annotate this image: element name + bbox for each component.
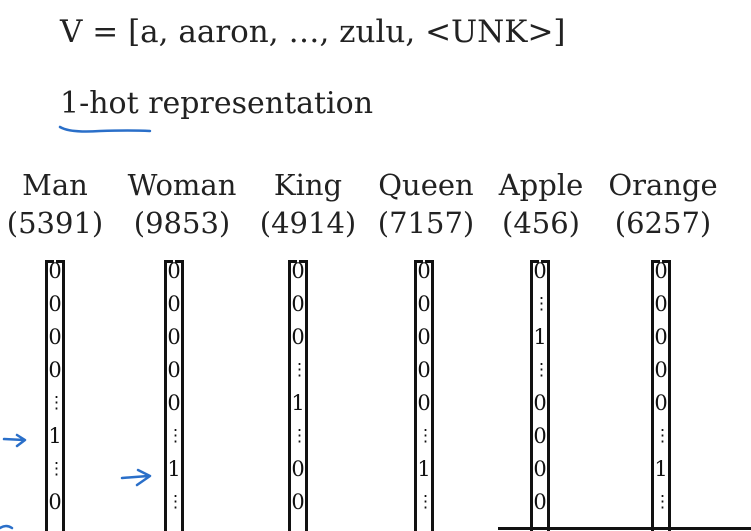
word-label: Orange — [608, 168, 718, 202]
vector-entry: ⋮ — [417, 426, 434, 446]
vector-entry: ⋮ — [48, 393, 65, 413]
bottom-rule — [498, 527, 751, 530]
vector-entry: 0 — [654, 325, 668, 349]
vector-entry: 0 — [533, 391, 547, 415]
ink-mark — [0, 524, 14, 530]
vector-entry: 0 — [417, 259, 431, 283]
vector-entry: ⋮ — [48, 459, 65, 479]
vector-entry: ⋮ — [654, 426, 671, 446]
vector-entry: 0 — [654, 292, 668, 316]
vector-entry: ⋮ — [291, 360, 308, 380]
word-label: Man — [22, 168, 88, 202]
vector-entry: 0 — [533, 457, 547, 481]
vector-entry: 0 — [48, 325, 62, 349]
vector-entry: ⋮ — [291, 426, 308, 446]
vector-entry: 0 — [417, 325, 431, 349]
vector-entry: 0 — [533, 259, 547, 283]
word-label: King — [273, 168, 343, 202]
vector-entry: 0 — [291, 325, 305, 349]
vector-entry: 0 — [48, 490, 62, 514]
word-label: Apple — [498, 168, 584, 202]
vector-entry: 1 — [417, 457, 431, 481]
vector-entry: 0 — [654, 358, 668, 382]
section-heading: 1-hot representation — [60, 86, 374, 121]
underline-stroke — [58, 125, 152, 133]
vector-entry: 0 — [417, 358, 431, 382]
vector-entry: 0 — [167, 325, 181, 349]
vector-entry: ⋮ — [533, 294, 550, 314]
vector-entry: ⋮ — [654, 492, 671, 512]
vector-entry: 1 — [654, 457, 668, 481]
vector-entry: ⋮ — [417, 492, 434, 512]
vector-entry: 0 — [291, 292, 305, 316]
word-label: Woman — [127, 168, 237, 202]
vector-entry: ⋮ — [167, 426, 184, 446]
vocabulary-definition: V = [a, aaron, …, zulu, <UNK>] — [60, 14, 566, 50]
vector-entry: 1 — [533, 325, 547, 349]
vector-entry: ⋮ — [167, 492, 184, 512]
one-hot-vector-queen: 0 0 0 0 0 ⋮ 1 ⋮ — [414, 260, 434, 531]
vector-entry: 0 — [48, 292, 62, 316]
vector-entry: ⋮ — [533, 360, 550, 380]
vector-entry: 1 — [291, 391, 305, 415]
vector-entry: 0 — [533, 424, 547, 448]
vector-entry: 0 — [167, 391, 181, 415]
vector-entry: 0 — [654, 259, 668, 283]
vector-entry: 0 — [167, 358, 181, 382]
one-hot-vector-apple: 0 ⋮ 1 ⋮ 0 0 0 0 — [530, 260, 550, 531]
vector-entry: 0 — [654, 391, 668, 415]
one-hot-vector-king: 0 0 0 ⋮ 1 ⋮ 0 0 — [288, 260, 308, 531]
vector-entry: 0 — [533, 490, 547, 514]
arrow-icon — [120, 468, 152, 487]
vector-entry: 0 — [48, 358, 62, 382]
word-index: (456) — [502, 206, 580, 240]
vector-entry: 0 — [167, 292, 181, 316]
vector-entry: 1 — [167, 457, 181, 481]
one-hot-vector-woman: 0 0 0 0 0 ⋮ 1 ⋮ — [164, 260, 184, 531]
word-column-man: Man (5391) — [7, 166, 103, 242]
vector-entry: 0 — [291, 259, 305, 283]
one-hot-vector-orange: 0 0 0 0 0 ⋮ 1 ⋮ — [651, 260, 671, 531]
word-index: (7157) — [377, 206, 475, 240]
vector-entry: 0 — [48, 259, 62, 283]
word-label: Queen — [378, 168, 474, 202]
word-index: (9853) — [133, 206, 231, 240]
word-column-queen: Queen (7157) — [378, 166, 474, 242]
vector-entry: 0 — [291, 490, 305, 514]
word-column-apple: Apple (456) — [499, 166, 584, 242]
word-index: (4914) — [259, 206, 357, 240]
vector-entry: 1 — [48, 424, 62, 448]
vector-entry: 0 — [417, 292, 431, 316]
word-column-woman: Woman (9853) — [128, 166, 237, 242]
word-index: (6257) — [614, 206, 712, 240]
one-hot-vector-man: 0 0 0 0 ⋮ 1 ⋮ 0 — [45, 260, 65, 531]
arrow-icon — [2, 433, 27, 448]
vector-entry: 0 — [291, 457, 305, 481]
word-column-orange: Orange (6257) — [608, 166, 717, 242]
word-column-king: King (4914) — [260, 166, 356, 242]
word-index: (5391) — [6, 206, 104, 240]
vector-entry: 0 — [417, 391, 431, 415]
vector-entry: 0 — [167, 259, 181, 283]
